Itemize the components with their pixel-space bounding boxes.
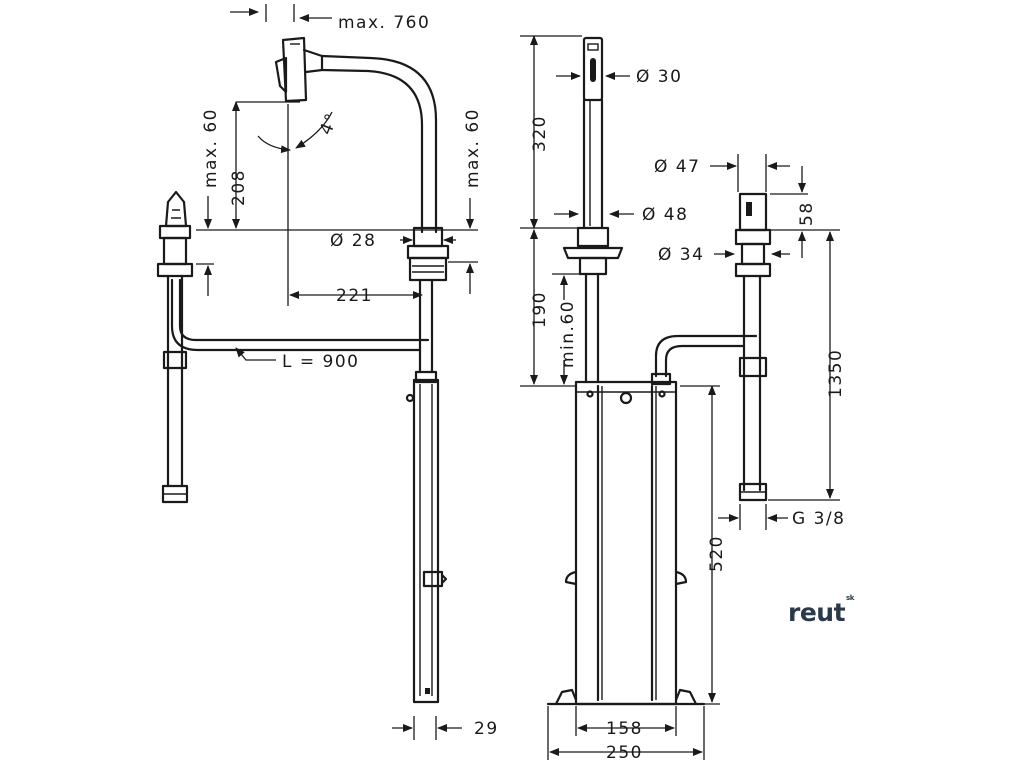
- label-max-760: max. 760: [338, 13, 430, 33]
- spray-head: [274, 36, 324, 103]
- box: [574, 380, 678, 706]
- label-dia-28: Ø 28: [330, 231, 376, 251]
- label-max-60-right: max. 60: [463, 108, 483, 188]
- label-dia-48: Ø 48: [642, 205, 688, 225]
- logo-suffix: sk: [846, 593, 854, 602]
- label-dia-34: Ø 34: [658, 245, 704, 265]
- label-max-60-left: max. 60: [201, 108, 221, 188]
- spout: [320, 54, 438, 234]
- faucet-side-view: [156, 4, 478, 740]
- dimension-labels: max. 760 max. 60 208 4° max. 60 Ø 28 221…: [201, 13, 846, 763]
- label-1350: 1350: [826, 349, 846, 398]
- label-length-900: L = 900: [282, 352, 359, 372]
- label-dia-47: Ø 47: [654, 157, 700, 177]
- logo-text: reut: [788, 598, 846, 627]
- label-thread-g38: G 3/8: [792, 509, 845, 529]
- label-dia-30: Ø 30: [636, 67, 682, 87]
- body-tube: [412, 378, 440, 704]
- label-158: 158: [606, 719, 643, 739]
- soap-dispenser-front: [734, 192, 772, 502]
- label-221: 221: [336, 286, 373, 306]
- hose: [178, 278, 430, 342]
- label-angle-4: 4°: [316, 110, 343, 138]
- label-58: 58: [797, 201, 817, 226]
- label-min-60: min.60: [558, 300, 578, 368]
- label-320: 320: [530, 115, 550, 152]
- faucet-front-view: [520, 35, 840, 760]
- label-208: 208: [229, 169, 249, 206]
- label-520: 520: [707, 535, 727, 572]
- soap-dispenser-side: [156, 190, 194, 504]
- label-250: 250: [606, 743, 643, 763]
- faucet-base: [406, 226, 450, 282]
- label-29: 29: [474, 719, 499, 739]
- label-190: 190: [530, 291, 550, 328]
- spout-head-front: [582, 36, 604, 102]
- reut-logo: reutsk: [788, 594, 854, 627]
